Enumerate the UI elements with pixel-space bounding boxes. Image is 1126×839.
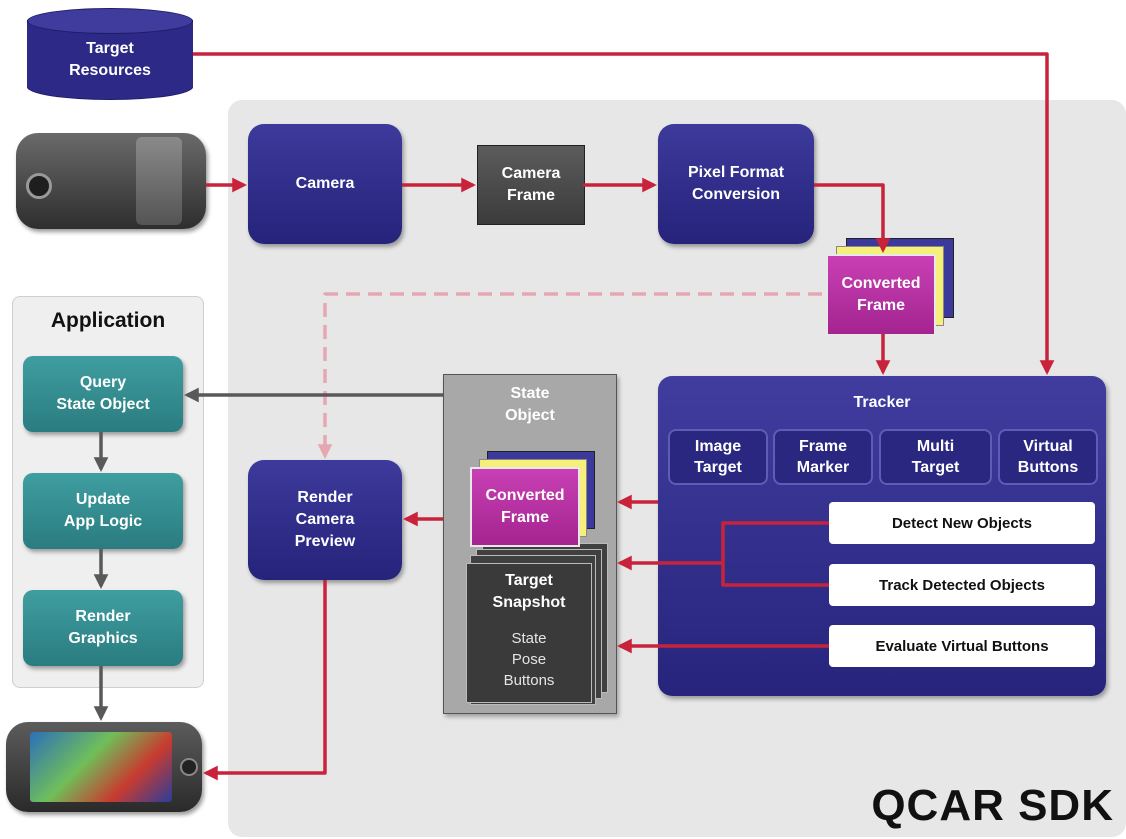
image-target-box: Image Target xyxy=(668,429,768,485)
phone-screen xyxy=(30,732,172,802)
tracker-panel: Tracker Image Target Frame Marker Multi … xyxy=(658,376,1106,696)
tracker-title: Tracker xyxy=(853,394,911,411)
evaluate-virtual-buttons-box: Evaluate Virtual Buttons xyxy=(829,625,1095,667)
target-snapshot-card: Target Snapshot State Pose Buttons xyxy=(466,563,592,703)
converted-frame-box: Converted Frame xyxy=(826,254,936,336)
target-snapshot-title: Target Snapshot xyxy=(492,572,566,611)
state-converted-frame-box: Converted Frame xyxy=(470,467,580,547)
home-button-icon xyxy=(180,758,198,776)
phone-camera-icon xyxy=(16,133,206,229)
camera-box: Camera xyxy=(248,124,402,244)
render-graphics-box: Render Graphics xyxy=(23,590,183,666)
frame-marker-box: Frame Marker xyxy=(773,429,873,485)
target-resources-database: Target Resources xyxy=(27,8,193,100)
query-state-object-box: Query State Object xyxy=(23,356,183,432)
phone-display-icon xyxy=(6,722,202,812)
update-app-logic-box: Update App Logic xyxy=(23,473,183,549)
track-detected-objects-box: Track Detected Objects xyxy=(829,564,1095,606)
virtual-buttons-box: Virtual Buttons xyxy=(998,429,1098,485)
qcar-sdk-label: QCAR SDK xyxy=(871,781,1114,830)
target-snapshot-fields: State Pose Buttons xyxy=(503,630,555,689)
camera-lens-icon xyxy=(26,173,52,199)
phone-band xyxy=(136,137,182,225)
camera-frame-box: Camera Frame xyxy=(477,145,585,225)
cylinder-top xyxy=(27,8,193,34)
state-object-title: State Object xyxy=(505,385,555,424)
target-resources-label: Target Resources xyxy=(69,40,151,79)
multi-target-box: Multi Target xyxy=(879,429,992,485)
render-camera-preview-box: Render Camera Preview xyxy=(248,460,402,580)
pixel-format-conversion-box: Pixel Format Conversion xyxy=(658,124,814,244)
application-title: Application xyxy=(50,309,166,332)
detect-new-objects-box: Detect New Objects xyxy=(829,502,1095,544)
state-object-panel: State Object Converted Frame Target Snap… xyxy=(443,374,617,714)
